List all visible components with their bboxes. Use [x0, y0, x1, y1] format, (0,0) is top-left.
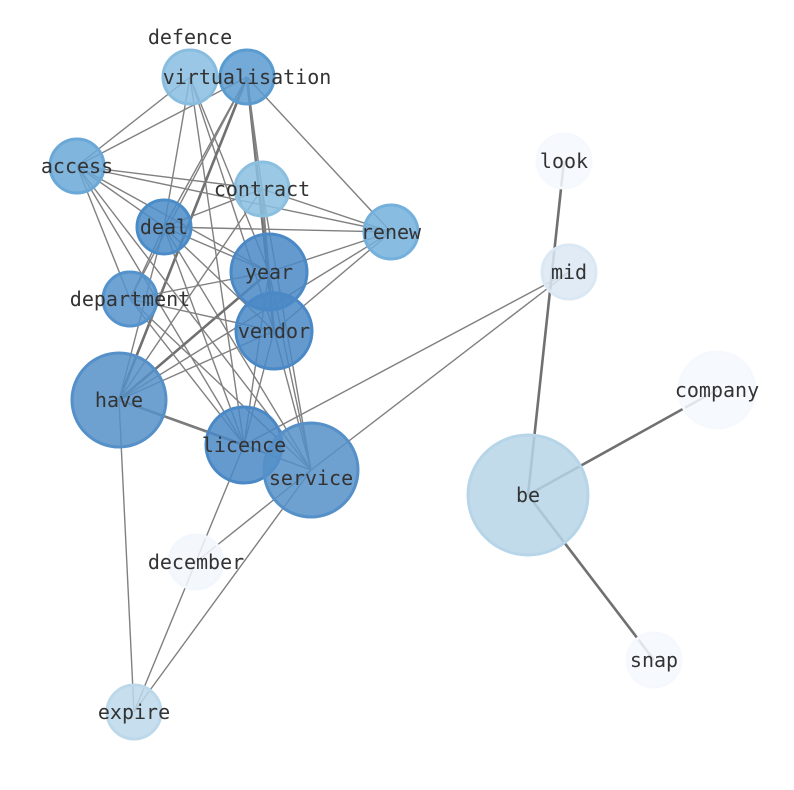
edge-access-contract	[76, 165, 263, 190]
node-label-defence: defence	[148, 25, 232, 49]
node-december[interactable]	[167, 533, 225, 591]
node-label-year: year	[245, 260, 293, 284]
node-be[interactable]	[466, 433, 590, 557]
node-label-snap: snap	[630, 648, 678, 672]
node-mid[interactable]	[540, 243, 598, 301]
edge-service-mid	[310, 271, 570, 471]
node-label-have: have	[95, 388, 143, 412]
node-deal[interactable]	[135, 198, 193, 256]
node-look[interactable]	[535, 132, 593, 190]
node-department[interactable]	[101, 270, 159, 328]
node-vendor[interactable]	[234, 291, 314, 371]
node-label-contract: contract	[214, 177, 310, 201]
nodes-layer	[48, 48, 757, 741]
node-snap[interactable]	[625, 631, 683, 689]
node-service[interactable]	[262, 421, 360, 519]
edge-virtualisation-access	[76, 76, 248, 167]
node-label-renew: renew	[361, 220, 422, 244]
node-label-mid: mid	[551, 260, 587, 284]
node-have[interactable]	[70, 351, 168, 449]
node-access[interactable]	[48, 137, 106, 195]
edge-have-expire	[118, 399, 135, 713]
node-label-be: be	[516, 483, 540, 507]
node-expire[interactable]	[105, 683, 163, 741]
edges-layer	[76, 76, 718, 713]
node-label-virtualisation: virtualisation	[163, 65, 332, 89]
node-label-licence: licence	[202, 433, 286, 457]
node-virtualisation[interactable]	[218, 48, 276, 106]
node-label-december: december	[148, 550, 244, 574]
node-label-access: access	[41, 154, 113, 178]
edge-virtualisation-renew	[246, 76, 392, 233]
labels-layer: defence virtualisation access contract deal r…	[41, 25, 759, 724]
node-label-look: look	[540, 149, 588, 173]
edge-deal-renew	[163, 226, 392, 233]
node-renew[interactable]	[362, 203, 420, 261]
node-label-deal: deal	[140, 215, 188, 239]
node-defence[interactable]	[161, 48, 219, 106]
node-label-vendor: vendor	[238, 319, 310, 343]
node-label-department: department	[70, 287, 190, 311]
edge-service-expire	[133, 469, 312, 713]
node-company[interactable]	[677, 350, 757, 430]
edge-access-renew	[76, 165, 392, 233]
node-label-expire: expire	[98, 700, 170, 724]
edge-licence-mid	[243, 271, 570, 446]
node-label-company: company	[675, 378, 759, 402]
edge-defence-licence	[189, 76, 245, 446]
node-label-service: service	[269, 466, 353, 490]
edge-virtualisation-department	[129, 76, 248, 300]
node-contract[interactable]	[233, 160, 291, 218]
